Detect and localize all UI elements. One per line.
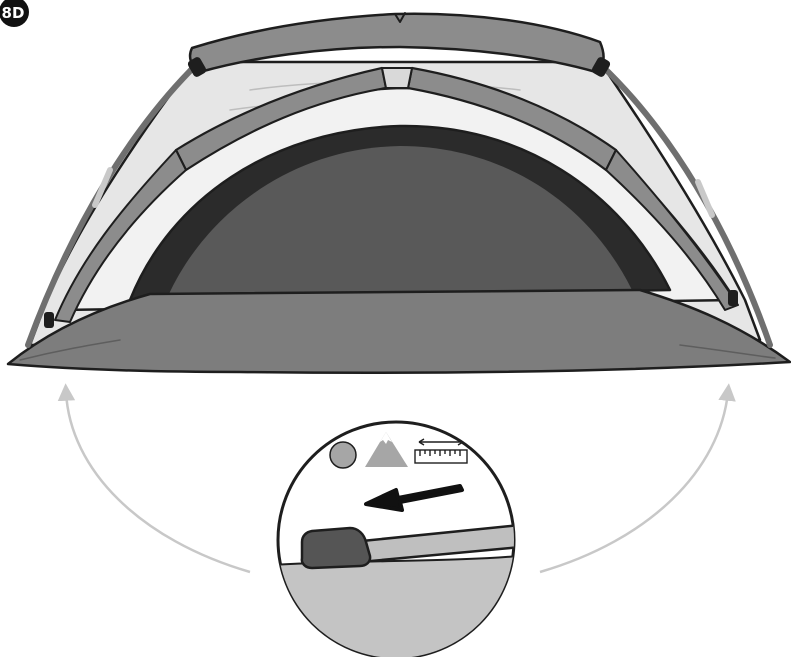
tent-floor [8, 290, 790, 373]
step-badge: 8D [0, 0, 29, 27]
right-guide-arrow [540, 392, 728, 572]
circle-marker-icon [330, 442, 356, 468]
ruler-measure-icon [415, 439, 467, 463]
step-label: 8D [2, 4, 25, 22]
detail-callout [260, 422, 530, 657]
ground [260, 555, 530, 657]
tent [8, 13, 790, 373]
left-guide-arrow [66, 392, 250, 572]
pole-tip-icon [302, 528, 370, 568]
